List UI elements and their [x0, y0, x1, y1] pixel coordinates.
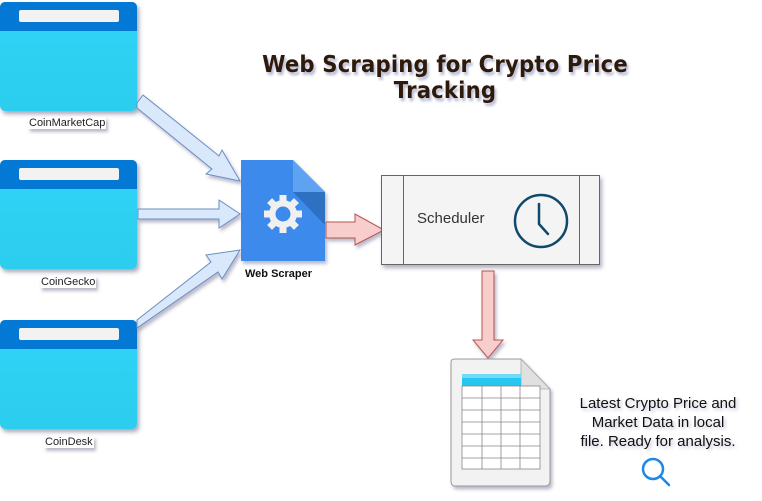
source-label-coinmarketcap: CoinMarketCap [28, 117, 107, 129]
arrow-scraper-to-scheduler [325, 213, 386, 246]
spreadsheet-grid [461, 374, 541, 470]
address-bar [19, 328, 119, 340]
gear-icon [264, 195, 302, 233]
output-note-line: Latest Crypto Price and [579, 395, 737, 412]
magnifier-icon [641, 457, 671, 487]
source-coingecko-icon [0, 160, 137, 269]
diagram-title: Web Scraping for Crypto Price Tracking [262, 52, 628, 104]
arrow-scheduler-to-output [471, 270, 505, 359]
output-note: Latest Crypto Price and Market Data in l… [563, 394, 753, 451]
clock-icon [513, 193, 569, 249]
source-coindesk-icon [0, 320, 137, 429]
browser-title-bar [0, 2, 137, 31]
arrow-coindesk-to-scraper [136, 249, 241, 329]
source-label-coingecko: CoinGecko [40, 276, 97, 288]
scheduler-label: Scheduler [417, 210, 485, 227]
source-label-coindesk: CoinDesk [44, 436, 94, 448]
output-note-line: file. Ready for analysis. [580, 433, 736, 450]
output-note-line: Market Data in local [591, 414, 725, 431]
scheduler-left-lane [403, 176, 404, 264]
arrow-coingecko-to-scraper [137, 199, 241, 229]
browser-title-bar [0, 160, 137, 189]
scheduler-box: Scheduler [381, 175, 600, 265]
source-coinmarketcap-icon [0, 2, 137, 111]
arrow-coinmarketcap-to-scraper [136, 94, 241, 182]
web-scraper-label: Web Scraper [245, 268, 313, 280]
address-bar [19, 168, 119, 180]
browser-title-bar [0, 320, 137, 349]
address-bar [19, 10, 119, 22]
scheduler-right-lane [579, 176, 580, 264]
